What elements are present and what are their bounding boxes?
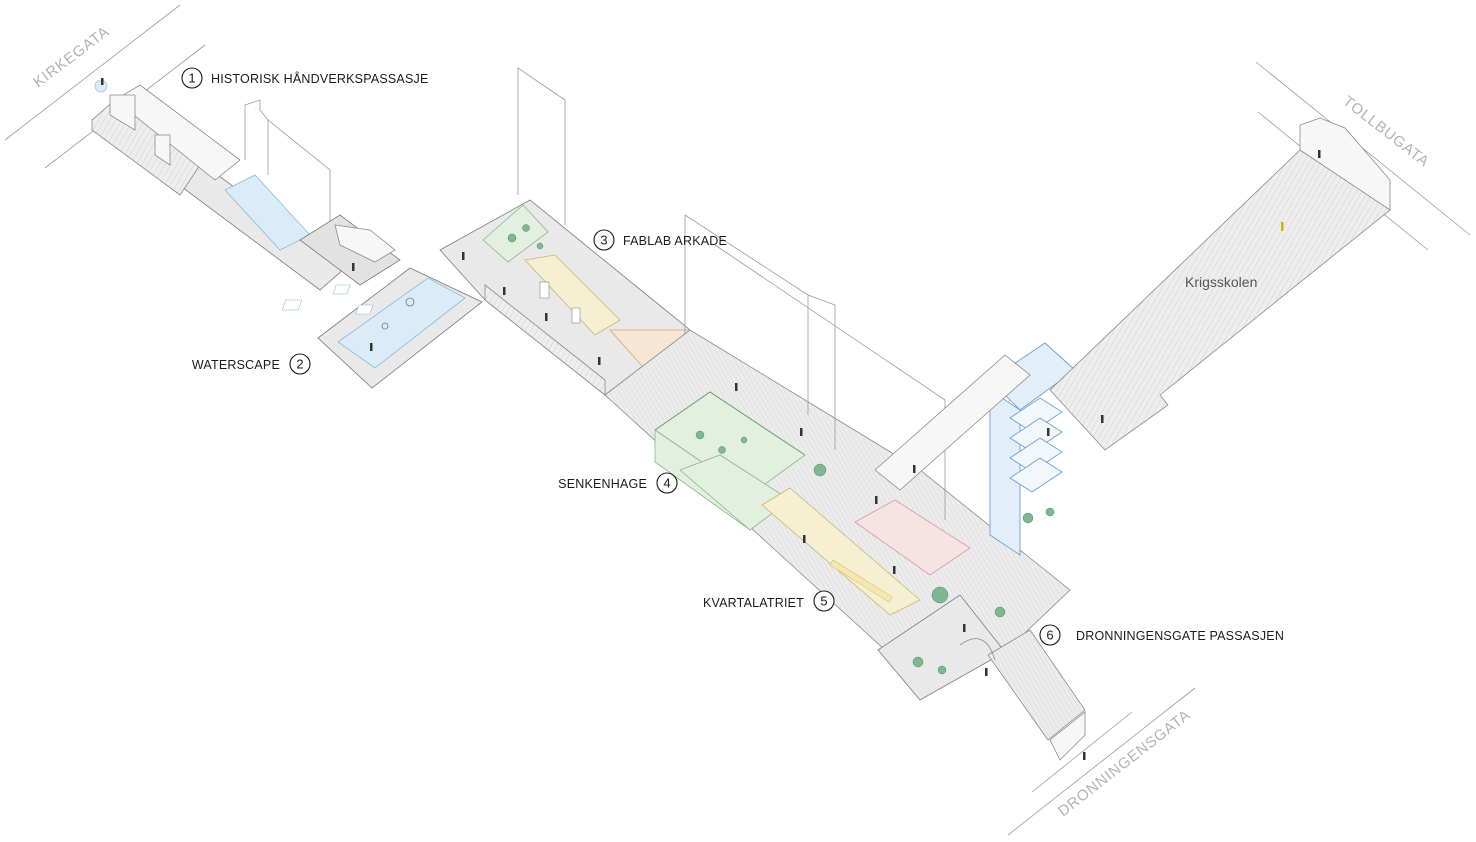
label-number-circle <box>181 67 203 89</box>
plants <box>507 224 1055 675</box>
label-dronningensgate-passasjen: 6 DRONNINGENSGATE PASSASJEN <box>1039 624 1284 646</box>
label-number: 6 <box>1046 628 1053 643</box>
dronningensgate-passage <box>877 594 1086 761</box>
label-text: DRONNINGENSGATE PASSASJEN <box>1076 629 1284 643</box>
label-number-circle <box>656 472 678 494</box>
label-historisk: 1 HISTORISK HÅNDVERKSPASSASJE <box>181 67 429 89</box>
label-fablab: 3 FABLAB ARKADE <box>593 229 727 251</box>
label-kvartalatriet: KVARTALATRIET 5 <box>703 590 835 612</box>
historisk-passage <box>91 79 401 291</box>
label-number-circle <box>813 590 835 612</box>
label-text: KVARTALATRIET <box>703 596 804 610</box>
label-text: WATERSCAPE <box>192 358 280 372</box>
label-number-circle <box>593 229 615 251</box>
label-number: 2 <box>296 357 303 372</box>
people <box>101 78 1321 760</box>
label-number: 4 <box>663 476 670 491</box>
senkenhage-garden <box>654 391 806 531</box>
building-krigsskolen: Krigsskolen <box>1185 274 1257 290</box>
glass-tower <box>874 342 1076 556</box>
label-waterscape: WATERSCAPE 2 <box>192 353 311 375</box>
label-number: 1 <box>188 71 195 86</box>
label-text: HISTORISK HÅNDVERKSPASSASJE <box>211 71 429 86</box>
label-number-circle <box>289 353 311 375</box>
waterscape-area <box>281 267 483 389</box>
krigsskolen-courtyard <box>1049 117 1391 451</box>
label-number-circle <box>1039 624 1061 646</box>
label-number: 3 <box>600 233 607 248</box>
label-text: FABLAB ARKADE <box>623 234 727 248</box>
label-number: 5 <box>820 594 827 609</box>
label-senkenhage: SENKENHAGE 4 <box>558 472 678 494</box>
label-text: SENKENHAGE <box>558 477 647 491</box>
kvartalatriet-area <box>761 487 971 616</box>
